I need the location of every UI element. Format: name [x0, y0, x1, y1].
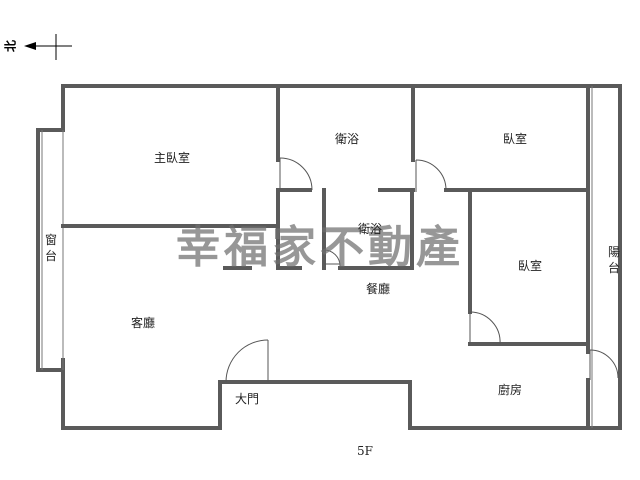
- floor-label: 5F: [357, 444, 373, 458]
- watermark: 幸福家不動產: [176, 222, 464, 273]
- vertical-char: 台: [45, 248, 57, 263]
- room-labels: 主臥室 衛浴 臥室 衛浴 臥室 餐廳 客廳 大門 廚房 窗台 陽台 5F: [45, 131, 620, 458]
- north-compass: 北: [3, 34, 72, 60]
- label-master-bedroom: 主臥室: [154, 150, 190, 165]
- label-kitchen: 廚房: [498, 382, 522, 397]
- walls: [36, 84, 622, 430]
- vertical-char: 窗: [45, 233, 57, 247]
- label-bedroom-1: 臥室: [503, 131, 527, 146]
- doors: [225, 157, 619, 383]
- compass-label: 北: [3, 40, 18, 52]
- label-bedroom-2: 臥室: [518, 258, 542, 273]
- label-bath-1: 衛浴: [335, 132, 359, 146]
- label-balcony: 陽台: [608, 245, 620, 275]
- label-entrance: 大門: [235, 392, 259, 406]
- label-dining: 餐廳: [366, 281, 390, 296]
- vertical-char: 台: [608, 260, 620, 275]
- compass-arrow-icon: [24, 42, 36, 50]
- label-bath-2: 衛浴: [358, 222, 382, 236]
- label-living: 客廳: [131, 315, 155, 330]
- label-window-bay: 窗台: [45, 233, 57, 263]
- vertical-char: 陽: [608, 245, 620, 259]
